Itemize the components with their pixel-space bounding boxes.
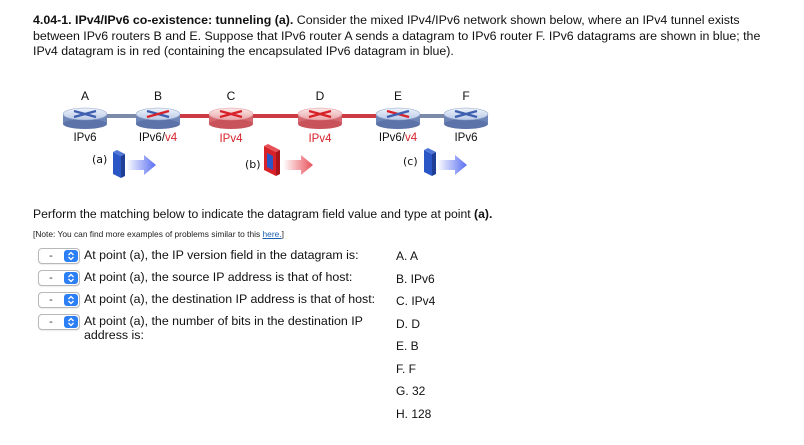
router-e-type: IPv6/v4 <box>378 132 418 144</box>
question-body: Consider the mixed IPv4/IPv6 network sho… <box>33 13 761 58</box>
match-question-1: At point (a), the IP version field in th… <box>84 248 359 262</box>
router-d-label: D <box>315 89 325 103</box>
router-c-label: C <box>226 89 236 103</box>
answer-option: C. IPv4 <box>396 294 436 308</box>
match-select-value: - <box>49 316 53 328</box>
router-e-icon <box>375 107 421 129</box>
router-b-icon <box>135 107 181 129</box>
router-d-type: IPv4 <box>308 133 332 145</box>
match-select-4[interactable]: - <box>38 314 80 330</box>
updown-chevron-icon <box>64 316 78 328</box>
answer-options: A. A B. IPv6 C. IPv4 D. D E. B F. F G. 3… <box>396 249 435 429</box>
match-select-3[interactable]: - <box>38 292 80 308</box>
question-prompt: 4.04-1. IPv4/IPv6 co-existence: tunnelin… <box>33 13 773 60</box>
perform-point: (a). <box>474 207 493 221</box>
router-d-icon <box>297 107 343 129</box>
router-c-icon <box>208 107 254 129</box>
instructions-note: [Note: You can find more examples of pro… <box>33 229 284 239</box>
match-select-1[interactable]: - <box>38 248 80 264</box>
match-question-3: At point (a), the destination IP address… <box>84 292 376 306</box>
router-a-type: IPv6 <box>73 132 97 144</box>
router-a-icon <box>62 107 108 129</box>
point-c-label: (c) <box>403 155 418 168</box>
examples-link[interactable]: here. <box>262 229 282 239</box>
match-row-3: - At point (a), the destination IP addre… <box>38 292 404 310</box>
match-select-value: - <box>49 250 53 262</box>
question-title: IPv4/IPv6 co-existence: tunneling (a). <box>75 13 294 27</box>
point-a-label: (a) <box>92 153 108 166</box>
router-f-label: F <box>462 89 470 103</box>
router-b-type: IPv6/v4 <box>138 132 178 144</box>
point-b-label: (b) <box>245 158 261 171</box>
datagram-a-icon <box>113 150 156 178</box>
answer-option: D. D <box>396 316 420 331</box>
match-row-2: - At point (a), the source IP address is… <box>38 270 384 288</box>
match-question-4: At point (a), the number of bits in the … <box>84 314 363 342</box>
network-diagram-graphics <box>62 107 489 178</box>
match-select-value: - <box>49 294 53 306</box>
question-number: 4.04-1. <box>33 13 72 27</box>
answer-option: G. 32 <box>396 384 426 398</box>
match-row-4: - At point (a), the number of bits in th… <box>38 314 384 342</box>
datagram-c-icon <box>424 148 467 176</box>
match-row-1: - At point (a), the IP version field in … <box>38 248 384 266</box>
answer-option: H. 128 <box>396 406 432 421</box>
datagram-b-icon <box>264 144 313 176</box>
answer-option: F. F <box>396 361 416 376</box>
router-b-label: B <box>153 89 162 103</box>
updown-chevron-icon <box>64 294 78 306</box>
router-e-label: E <box>393 89 402 103</box>
router-a-label: A <box>80 89 89 103</box>
match-question-2: At point (a), the source IP address is t… <box>84 270 353 284</box>
match-select-2[interactable]: - <box>38 270 80 286</box>
network-diagram: A B C D E F IPv6 IPv6/v4 IPv4 IPv4 IPv6/… <box>0 80 804 190</box>
instructions-perform: Perform the matching below to indicate t… <box>33 207 493 221</box>
updown-chevron-icon <box>64 272 78 284</box>
match-select-value: - <box>49 272 53 284</box>
router-f-icon <box>443 107 489 129</box>
answer-option: E. B <box>396 339 419 353</box>
router-f-type: IPv6 <box>454 132 478 144</box>
answer-option: B. IPv6 <box>396 271 435 286</box>
answer-option: A. A <box>396 249 419 263</box>
router-c-type: IPv4 <box>219 133 243 145</box>
updown-chevron-icon <box>64 250 78 262</box>
